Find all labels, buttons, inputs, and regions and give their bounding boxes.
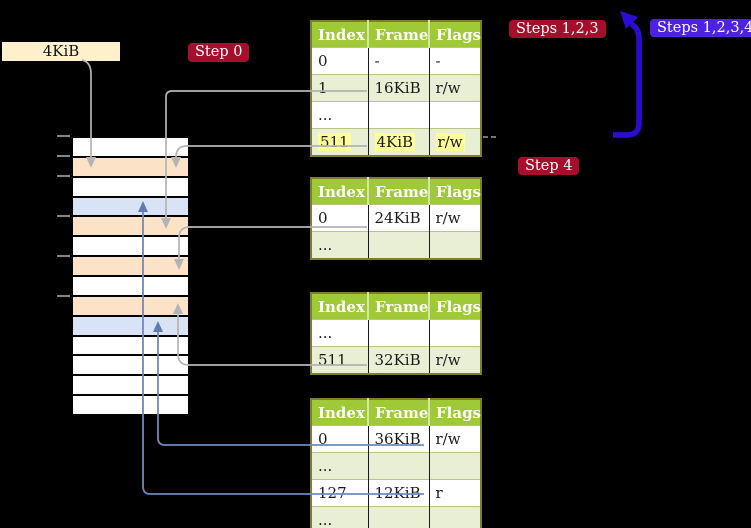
table-row: 511 32KiB r/w [311,346,481,374]
memory-frame-free [73,138,188,156]
col-header-frame: Frame [368,178,430,205]
page-table-2: Index Frame Flags 0 24KiB r/w ... [310,177,482,260]
memory-frame-free [73,334,188,355]
steps-1-2-3-badge: Steps 1,2,3 [509,20,606,38]
memory-frame-page [73,195,188,216]
memory-frame-pagetable [73,155,188,176]
col-header-index: Index [311,21,369,48]
step4-badge: Step 4 [518,157,580,175]
col-header-flags: Flags [429,293,481,320]
table-row: 0 - - [311,47,481,75]
col-header-index: Index [311,178,369,205]
table-row: ... [311,319,481,347]
highlighted-cell: 4KiB [374,133,416,151]
steps-flow-arrow [613,21,642,138]
memory-tick-marks [57,135,70,297]
table-row-highlighted: 511 4KiB r/w [311,128,481,156]
memory-frame-free [73,235,188,256]
memory-frame-free [73,374,188,395]
table-row: 127 12KiB r [311,479,481,507]
col-header-flags: Flags [429,399,481,426]
memory-frame-free [73,354,188,375]
highlighted-cell: r/w [435,133,465,151]
memory-frame-free [73,275,188,295]
arrowhead-up-left-icon [620,11,638,29]
memory-frame-pagetable [73,255,188,276]
table-row: ... [311,231,481,259]
table-row: ... [311,452,481,480]
steps-1-2-3-4-badge: Steps 1,2,3,4 [650,19,751,37]
memory-frame-free [73,394,188,415]
col-header-flags: Flags [429,21,481,48]
table-row: ... [311,506,481,528]
page-table-3: Index Frame Flags ... 511 32KiB r/w [310,292,482,375]
col-header-frame: Frame [368,21,430,48]
step0-badge: Step 0 [188,43,250,62]
physical-memory-column [71,136,190,416]
table-row: 1 16KiB r/w [311,74,481,102]
highlighted-cell: 511 [318,133,351,151]
memory-frame-page [73,314,188,335]
table-row: 0 24KiB r/w [311,204,481,232]
page-table-1: Index Frame Flags 0 - - 1 16KiB r/w ... … [310,20,482,157]
page-table-4: Index Frame Flags 0 36KiB r/w ... 127 12… [310,398,482,528]
memory-frame-free [73,175,188,196]
col-header-frame: Frame [368,399,430,426]
frame-register-label: 4KiB [2,42,120,61]
memory-frame-pagetable [73,215,188,236]
col-header-frame: Frame [368,293,430,320]
col-header-index: Index [311,293,369,320]
col-header-flags: Flags [429,178,481,205]
col-header-index: Index [311,399,369,426]
table-row: 0 36KiB r/w [311,425,481,453]
table-row: ... [311,101,481,129]
memory-frame-pagetable [73,294,188,315]
